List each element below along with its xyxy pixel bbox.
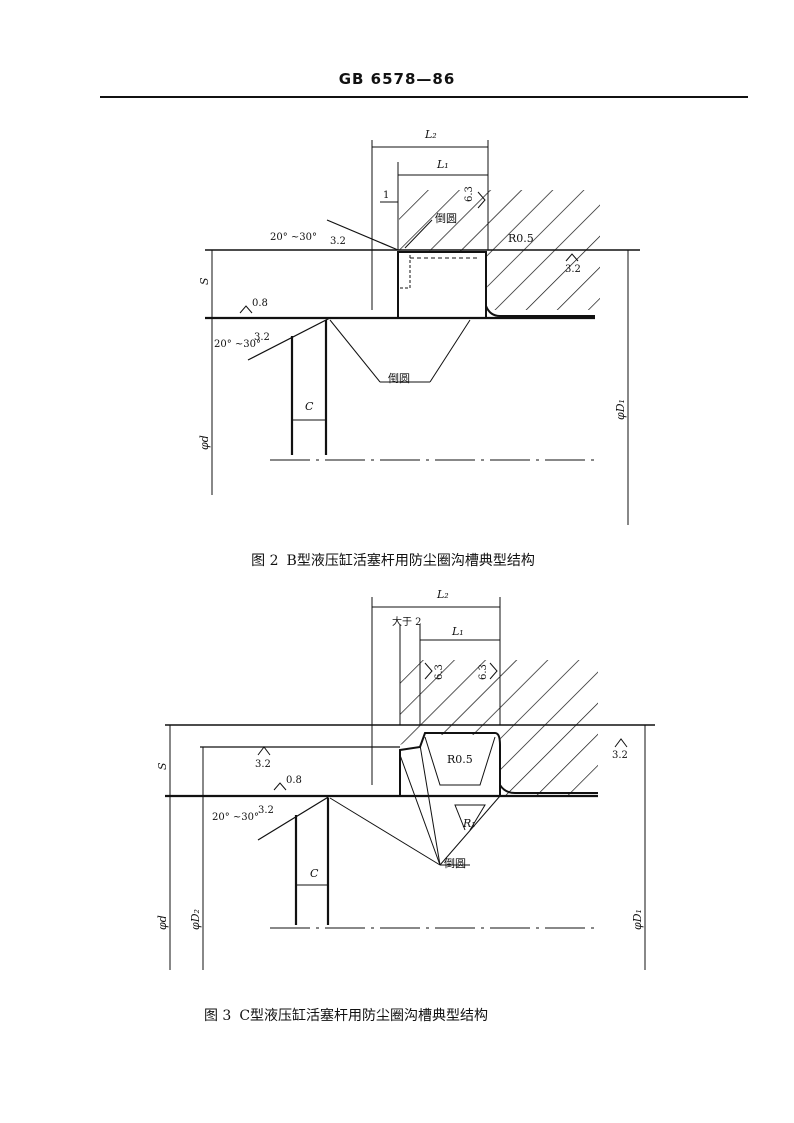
dim-1: 1 [383, 190, 389, 201]
figure-2-number: 图 2 [251, 553, 279, 569]
dim-L2: L₂ [424, 128, 437, 141]
label-angle: 20° ~30° [212, 812, 259, 823]
dim-phiD1: φD₁ [614, 399, 627, 420]
label-chamfer: 倒圆 [444, 857, 466, 870]
label-R1: R₁ [462, 817, 476, 830]
rod-chamfer [247, 317, 338, 361]
rough-3-2-c: 3.2 [254, 332, 270, 343]
rough-3-2-a: 3.2 [255, 759, 271, 770]
label-r05: R0.5 [447, 753, 473, 766]
dim-L1: L₁ [451, 625, 464, 638]
dim-C: C [305, 400, 314, 413]
rough-6-3-a: 6.3 [434, 664, 445, 680]
figure-3-caption: 图 3 C型液压缸活塞杆用防尘圈沟槽典型结构 [0, 1005, 700, 1025]
groove [397, 251, 487, 319]
housing-hatch [400, 660, 598, 795]
figure-3-title: C型液压缸活塞杆用防尘圈沟槽典型结构 [239, 1008, 489, 1024]
figure-2-drawing: L₂ L₁ 1 倒圆 20° ~30° 3.2 6.3 R0.5 3.2 C 2… [198, 128, 640, 525]
dim-S: S [156, 762, 169, 770]
header-rule [100, 96, 748, 98]
label-angle: 20° ~30° [270, 232, 317, 243]
rough-3-2-a: 3.2 [330, 236, 346, 247]
figure-2-title: B型液压缸活塞杆用防尘圈沟槽典型结构 [286, 553, 535, 569]
dim-greater-than-2: 大于 2 [392, 615, 422, 628]
figure-3-drawing: R0.5 R₁ L₂ L₁ 大于 2 6.3 6.3 3.2 3.2 C 20°… [156, 588, 655, 970]
rough-0-8: 0.8 [252, 298, 268, 309]
rough-3-2-c: 3.2 [258, 805, 274, 816]
label-chamfer-bottom: 倒圆 [388, 372, 410, 385]
rough-6-3-b: 6.3 [478, 664, 489, 680]
dim-phid: φd [156, 915, 169, 930]
rough-3-2-b: 3.2 [612, 750, 628, 761]
rough-0-8: 0.8 [286, 775, 302, 786]
dim-phiD2: φD₂ [189, 909, 202, 930]
dim-phid: φd [198, 435, 211, 450]
groove [399, 732, 501, 796]
standard-header: GB 6578—86 [338, 70, 456, 88]
dim-L2: L₂ [436, 588, 449, 601]
figure-3-number: 图 3 [203, 1008, 232, 1024]
seal-lip [397, 251, 411, 289]
dim-S: S [198, 277, 211, 285]
figure-2-caption: 图 2 B型液压缸活塞杆用防尘圈沟槽典型结构 [0, 550, 794, 570]
label-r05: R0.5 [508, 232, 534, 245]
rough-6-3: 6.3 [464, 186, 475, 202]
rod-chamfer [257, 795, 338, 841]
label-angle-2: 20° ~30° [214, 339, 261, 350]
dim-phiD1: φD₁ [631, 909, 644, 930]
dim-L1: L₁ [436, 158, 449, 171]
rough-3-2-b: 3.2 [565, 264, 581, 275]
label-chamfer-top: 倒圆 [435, 212, 457, 225]
dim-C: C [310, 867, 319, 880]
